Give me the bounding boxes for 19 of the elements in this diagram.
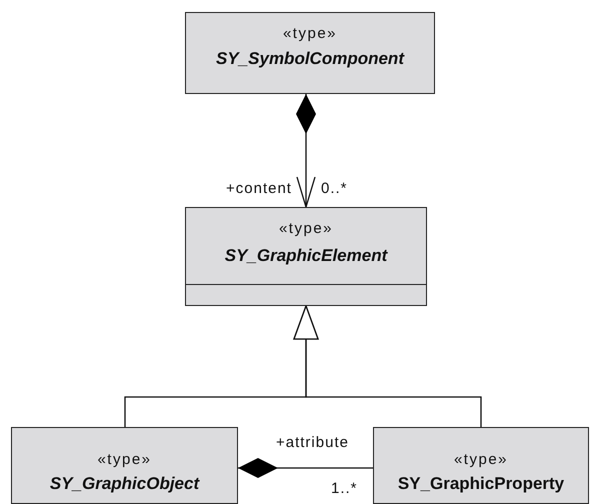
class-box bbox=[185, 207, 427, 306]
role-name: +content bbox=[226, 180, 292, 197]
stereotype-label: «type» bbox=[97, 451, 152, 468]
composition-arrow bbox=[296, 94, 316, 208]
multiplicity-label: 0..* bbox=[321, 180, 348, 197]
class-box bbox=[373, 427, 589, 504]
composition-line bbox=[238, 458, 373, 478]
class-name: SY_SymbolComponent bbox=[216, 49, 404, 69]
role-name: +attribute bbox=[276, 434, 349, 451]
class-box bbox=[185, 12, 435, 94]
class-box bbox=[11, 427, 238, 504]
multiplicity-label: 1..* bbox=[331, 480, 358, 497]
stereotype-label: «type» bbox=[278, 220, 334, 237]
stereotype-label: «type» bbox=[454, 451, 508, 468]
class-name: SY_GraphicElement bbox=[224, 246, 388, 266]
generalization-arrow bbox=[293, 305, 482, 427]
class-name: SY_GraphicProperty bbox=[398, 474, 564, 494]
class-name: SY_GraphicObject bbox=[50, 474, 200, 494]
stereotype-label: «type» bbox=[282, 25, 338, 42]
